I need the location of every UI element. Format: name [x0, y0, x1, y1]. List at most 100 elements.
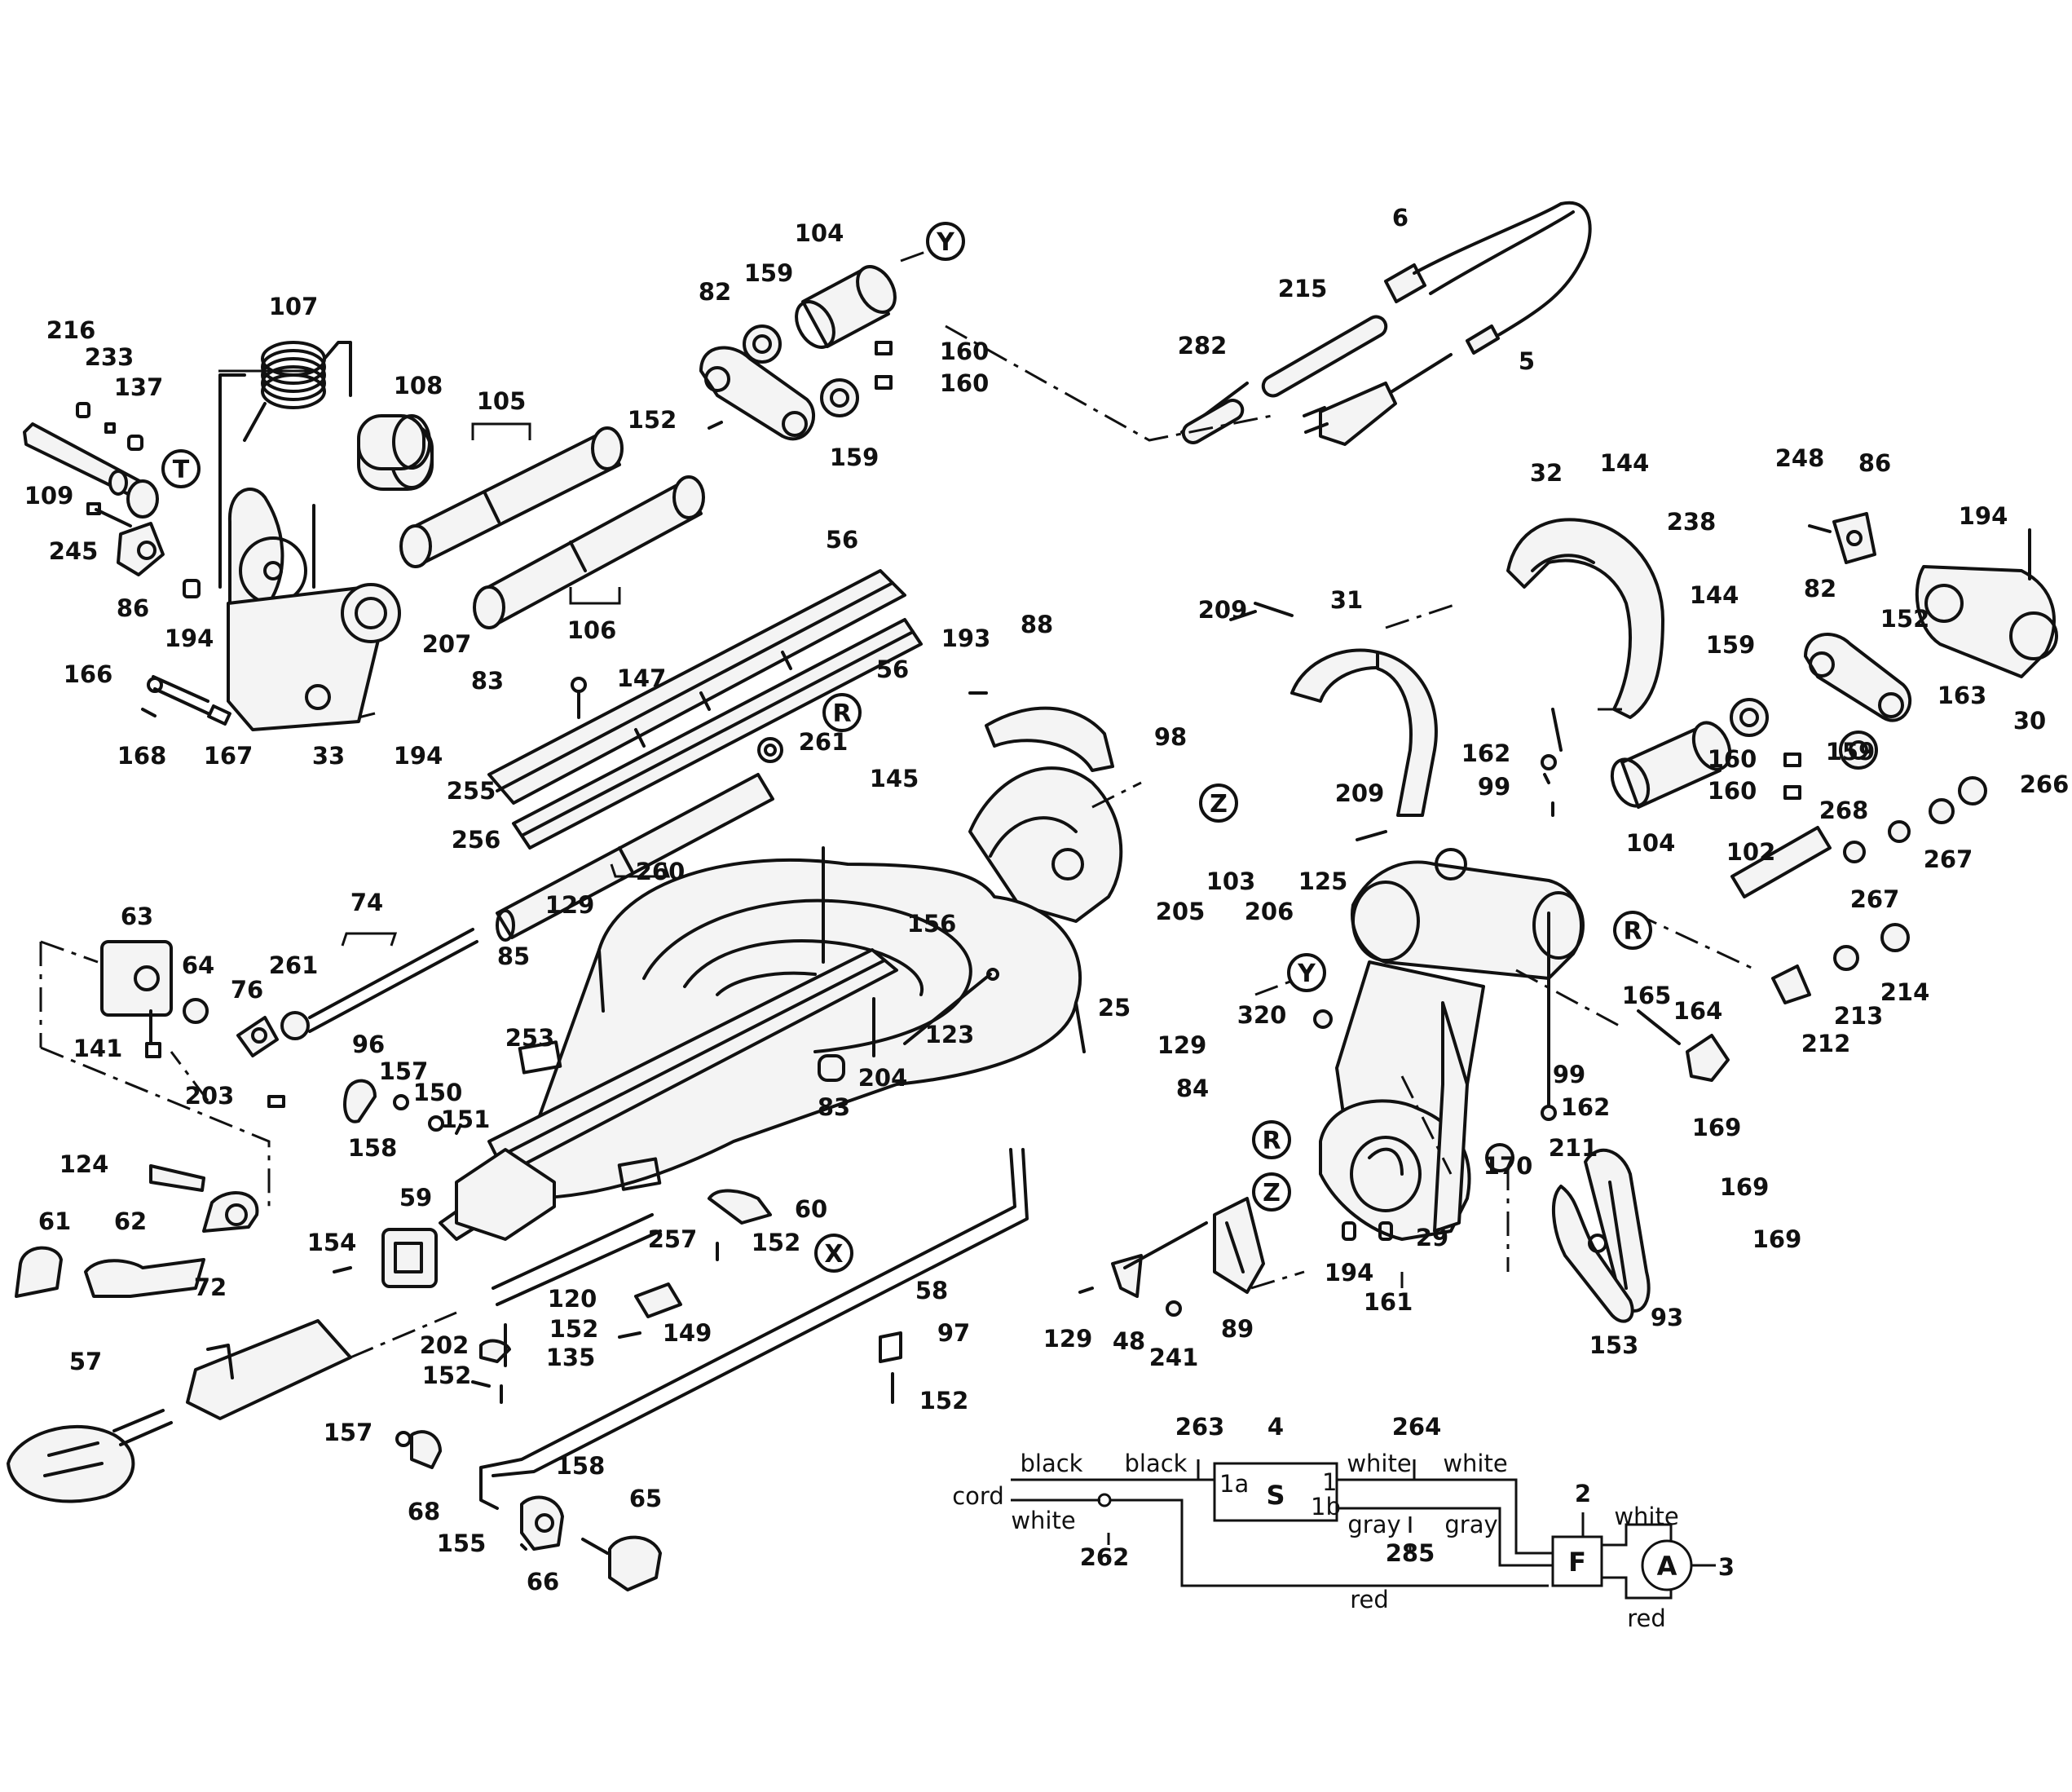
marker-letter: X — [824, 1240, 843, 1269]
callout-215: 215 — [1278, 275, 1328, 302]
callout-209a: 209 — [1198, 596, 1248, 624]
callout-153: 153 — [1589, 1331, 1639, 1359]
callout-5: 5 — [1519, 347, 1535, 375]
wiring-white4: white — [1614, 1503, 1678, 1530]
callout-93: 93 — [1651, 1304, 1683, 1331]
fuse-box — [1551, 1535, 1603, 1587]
marker-y-0: Y — [926, 222, 965, 261]
callout-152e: 152 — [919, 1387, 969, 1415]
marker-letter: T — [173, 456, 190, 484]
callout-135: 135 — [546, 1344, 596, 1371]
callout-245: 245 — [49, 537, 99, 565]
callout-163: 163 — [1938, 682, 1987, 709]
callout-58: 58 — [915, 1277, 948, 1304]
callout-99b: 99 — [1553, 1061, 1585, 1088]
callout-129b: 129 — [1157, 1031, 1207, 1059]
wiring-cord: cord — [952, 1482, 1004, 1510]
marker-r-7: R — [1252, 1120, 1291, 1159]
callout-166a: 166 — [64, 660, 113, 688]
callout-30: 30 — [2013, 707, 2046, 735]
callout-194a: 194 — [165, 625, 214, 652]
callout-241: 241 — [1149, 1344, 1199, 1371]
callout-212: 212 — [1801, 1030, 1851, 1057]
callout-253: 253 — [505, 1024, 555, 1052]
wiring-3: 3 — [1718, 1553, 1735, 1581]
callout-248: 248 — [1775, 444, 1825, 472]
upper-plate-assembly — [699, 265, 897, 441]
fuse-label: F — [1568, 1547, 1586, 1578]
marker-r-4: R — [1613, 911, 1652, 950]
callout-152f: 152 — [1880, 605, 1930, 633]
callout-25: 25 — [1098, 994, 1131, 1022]
callout-63: 63 — [121, 903, 153, 930]
marker-z-8: Z — [1252, 1172, 1291, 1212]
wiring-264: 264 — [1392, 1413, 1442, 1441]
marker-letter: Y — [1297, 960, 1316, 988]
callout-170: 170 — [1483, 1152, 1533, 1180]
callout-145: 145 — [870, 765, 919, 792]
callout-160d: 160 — [1708, 777, 1757, 805]
callout-129c: 129 — [1043, 1325, 1093, 1353]
marker-letter: R — [1623, 917, 1642, 946]
callout-103: 103 — [1206, 867, 1256, 895]
callout-109: 109 — [24, 482, 74, 510]
callout-56b: 56 — [876, 655, 909, 683]
callout-159a: 159 — [744, 259, 794, 287]
callout-216: 216 — [46, 316, 96, 344]
callout-61: 61 — [38, 1207, 71, 1235]
marker-circle — [1252, 1172, 1291, 1212]
callout-48: 48 — [1113, 1327, 1145, 1355]
callout-57: 57 — [69, 1348, 102, 1375]
callout-282: 282 — [1178, 332, 1228, 360]
marker-letter: R — [832, 700, 851, 728]
callout-156: 156 — [907, 910, 957, 938]
callout-169c: 169 — [1752, 1225, 1802, 1253]
callout-159c: 159 — [1706, 631, 1756, 659]
callout-83b: 83 — [818, 1093, 850, 1121]
callout-137: 137 — [114, 373, 164, 401]
callout-89: 89 — [1221, 1315, 1254, 1343]
marker-x-6: X — [814, 1234, 853, 1273]
callout-76: 76 — [231, 976, 263, 1004]
callout-161: 161 — [1364, 1288, 1413, 1316]
right-plate-assembly — [1229, 512, 2058, 1172]
callout-261a: 261 — [799, 728, 849, 756]
callout-162a: 162 — [1461, 739, 1511, 767]
callout-268: 268 — [1819, 797, 1869, 824]
callout-104b: 104 — [1626, 829, 1676, 857]
callout-204: 204 — [858, 1064, 908, 1092]
callout-158b: 158 — [556, 1452, 606, 1480]
callout-206: 206 — [1245, 898, 1294, 925]
callout-98: 98 — [1154, 723, 1187, 751]
callout-33: 33 — [312, 742, 345, 770]
switch-box — [1213, 1462, 1338, 1522]
wiring-red1: red — [1350, 1586, 1389, 1613]
callout-255: 255 — [447, 777, 496, 805]
callout-6: 6 — [1392, 204, 1409, 232]
callout-84: 84 — [1176, 1075, 1209, 1102]
wiring-gray1: gray — [1347, 1511, 1400, 1538]
callout-29: 29 — [1416, 1224, 1448, 1251]
callout-158a: 158 — [348, 1134, 398, 1162]
switch-label: S — [1266, 1480, 1285, 1511]
wiring-white3: white — [1011, 1507, 1075, 1534]
callout-256: 256 — [452, 826, 501, 854]
callout-209b: 209 — [1335, 779, 1385, 807]
marker-circle — [1252, 1120, 1291, 1159]
marker-circle — [1287, 953, 1326, 992]
marker-circle — [814, 1234, 853, 1273]
callout-129a: 129 — [545, 891, 595, 919]
callout-82b: 82 — [1804, 575, 1836, 602]
callout-159b: 159 — [830, 444, 879, 471]
callout-164: 164 — [1673, 997, 1723, 1025]
callout-120: 120 — [548, 1285, 597, 1313]
callout-151: 151 — [441, 1106, 491, 1133]
callout-83a: 83 — [471, 667, 504, 695]
callout-105: 105 — [477, 387, 527, 415]
callout-194d: 194 — [1325, 1259, 1374, 1287]
callout-86a: 86 — [117, 594, 149, 622]
callout-152c: 152 — [549, 1315, 599, 1343]
callout-59: 59 — [399, 1184, 432, 1212]
switch-terminal-1a: 1a — [1219, 1470, 1249, 1498]
